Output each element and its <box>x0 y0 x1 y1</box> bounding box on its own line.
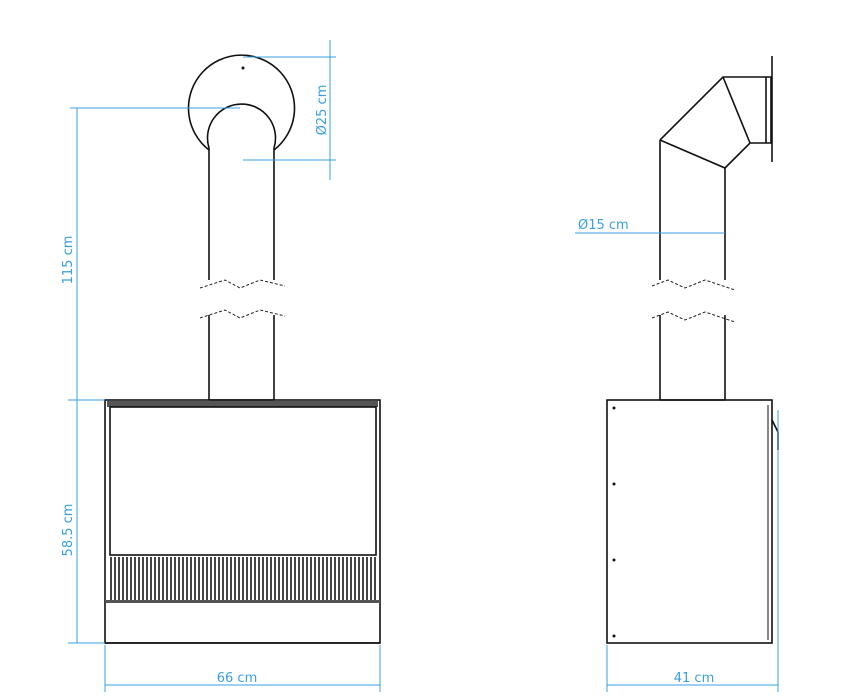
dimension-pipe-diameter: Ø15 cm <box>575 218 725 234</box>
side-view <box>606 56 779 644</box>
elbow-diameter-label: Ø25 cm <box>315 85 330 136</box>
body-height-label: 58.5 cm <box>61 504 76 557</box>
dimension-body-depth: 41 cm <box>606 410 779 692</box>
dimension-flue-height: 115 cm <box>61 107 240 401</box>
grille <box>110 557 376 601</box>
pipe-diameter-label: Ø15 cm <box>578 218 629 233</box>
flue-height-label: 115 cm <box>61 236 76 285</box>
side-pipe <box>651 140 736 401</box>
flue-pipe <box>199 148 286 401</box>
dimension-body-height: 58.5 cm <box>61 400 105 644</box>
dimension-elbow-diameter: Ø25 cm <box>243 40 336 180</box>
elbow-ring <box>187 54 296 151</box>
side-body <box>606 399 779 644</box>
side-elbow <box>659 56 773 169</box>
dimension-body-width: 66 cm <box>104 645 381 692</box>
front-view <box>104 54 381 644</box>
stove-body <box>104 399 381 644</box>
body-width-label: 66 cm <box>217 671 258 686</box>
body-depth-label: 41 cm <box>674 671 715 686</box>
